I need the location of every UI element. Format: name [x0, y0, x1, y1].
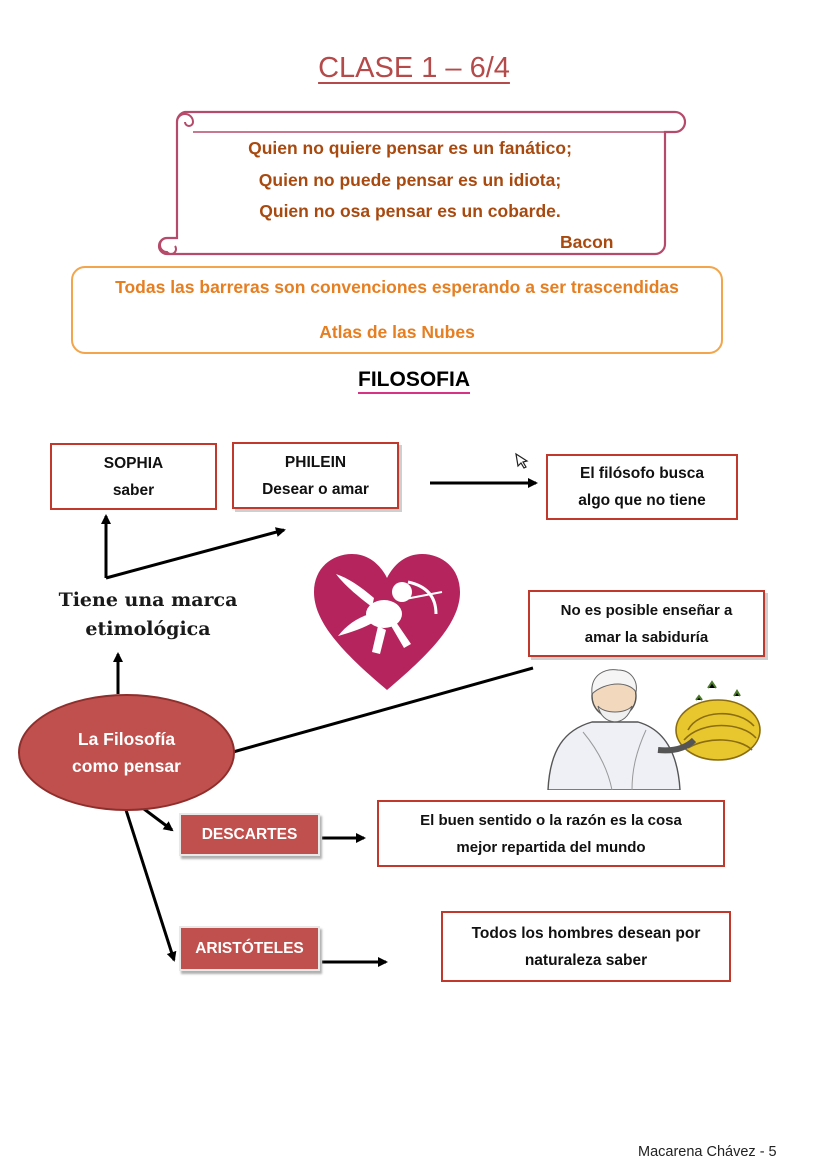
- no-es-posible-line-2: amar la sabiduría: [584, 628, 709, 646]
- orange-quote-text: Todas las barreras son convenciones espe…: [115, 277, 679, 297]
- descartes-quote-box: El buen sentido o la razón es la cosa me…: [377, 800, 725, 867]
- oval-line-1: La Filosofía: [77, 728, 176, 749]
- aristoteles-label: ARISTÓTELES: [179, 926, 320, 971]
- aristoteles-quote-line-1: Todos los hombres desean por: [471, 924, 701, 942]
- filosofia-oval: La Filosofía como pensar: [18, 694, 235, 811]
- page-footer: Macarena Chávez - 5: [638, 1144, 777, 1160]
- oval-line-2: como pensar: [72, 755, 181, 776]
- sophia-title: SOPHIA: [103, 454, 164, 472]
- no-es-posible-box: No es posible enseñar a amar la sabidurí…: [528, 590, 765, 657]
- no-es-posible-line-1: No es posible enseñar a: [560, 601, 733, 619]
- aristoteles-quote-box: Todos los hombres desean por naturaleza …: [441, 911, 731, 982]
- section-heading: FILOSOFIA: [0, 368, 828, 394]
- busca-line-2: algo que no tiene: [578, 492, 706, 509]
- descartes-quote-line-2: mejor repartida del mundo: [456, 838, 646, 856]
- orange-quote-source: Atlas de las Nubes: [319, 322, 475, 342]
- orange-quote-box: [71, 266, 723, 354]
- quote-line-3: Quien no osa pensar es un cobarde.: [259, 201, 561, 221]
- philein-title: PHILEIN: [284, 453, 347, 471]
- marca-line-2: etimológica: [85, 618, 211, 640]
- page-title: CLASE 1 – 6/4: [318, 52, 510, 84]
- scroll-banner: [157, 110, 687, 256]
- philein-box: PHILEIN Desear o amar: [232, 442, 399, 509]
- marca-line-1: Tiene una marca: [58, 589, 238, 611]
- marca-etimologica: Tiene una marca etimológica: [58, 586, 238, 644]
- cursor-icon: [515, 452, 529, 469]
- aristoteles-quote-line-2: naturaleza saber: [524, 951, 648, 969]
- quote-author: Bacon: [560, 232, 614, 252]
- sophia-box: SOPHIA saber: [50, 443, 217, 510]
- busca-line-1: El filósofo busca: [579, 465, 704, 482]
- quote-line-1: Quien no quiere pensar es un fanático;: [248, 138, 572, 158]
- philein-meaning: Desear o amar: [262, 480, 369, 498]
- filosofo-busca-box: El filósofo busca algo que no tiene: [546, 454, 738, 520]
- heart-cupid-image: [314, 554, 460, 690]
- descartes-label: DESCARTES: [179, 813, 320, 856]
- philosopher-image: [547, 669, 761, 790]
- quote-line-2: Quien no puede pensar es un idiota;: [258, 170, 562, 190]
- descartes-quote-line-1: El buen sentido o la razón es la cosa: [420, 811, 682, 829]
- sophia-meaning: saber: [112, 481, 155, 499]
